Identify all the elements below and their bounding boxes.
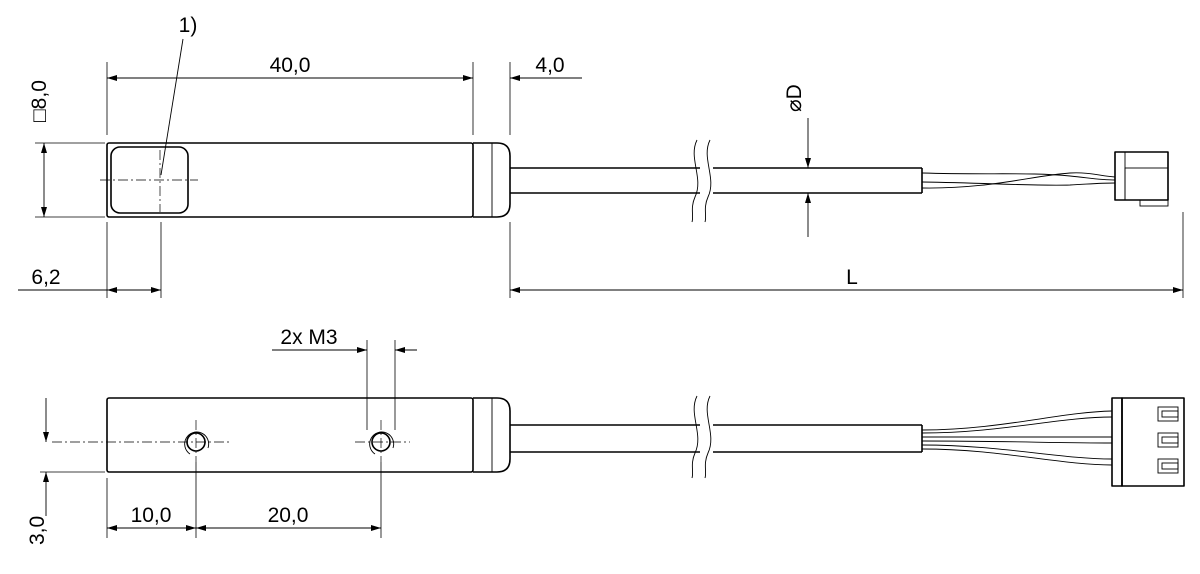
sensing-window bbox=[110, 146, 189, 214]
dimension-length-body: 40,0 bbox=[270, 54, 311, 77]
connector-pin-1 bbox=[1157, 406, 1179, 422]
nose-cap-top bbox=[473, 142, 511, 218]
connector-top bbox=[1114, 151, 1169, 201]
diameter-symbol: ⌀ bbox=[783, 99, 806, 112]
side-dimensions: 2x M3 3,0 10,0 20,0 bbox=[26, 326, 417, 545]
connector-pin-2 bbox=[1157, 432, 1179, 448]
side-view bbox=[52, 395, 1185, 487]
dimension-cable-length: L bbox=[846, 266, 858, 289]
dimension-hole-pos-2: 20,0 bbox=[268, 504, 309, 527]
note-label: 1) bbox=[179, 14, 198, 37]
diameter-value: D bbox=[783, 84, 806, 99]
square-symbol: □ bbox=[28, 109, 51, 122]
sensor-body-side bbox=[106, 397, 474, 473]
dimension-diameter: ⌀D bbox=[783, 84, 806, 112]
dimension-window-offset: 6,2 bbox=[31, 266, 60, 289]
top-view bbox=[100, 139, 1169, 223]
dimension-hole-pos-1: 10,0 bbox=[131, 504, 172, 527]
square-value: 8,0 bbox=[28, 80, 51, 109]
connector-pin-3 bbox=[1157, 458, 1179, 474]
dimension-square: □8,0 bbox=[28, 80, 51, 122]
dimension-thread: 2x M3 bbox=[280, 326, 337, 349]
dimension-length-nose: 4,0 bbox=[535, 54, 564, 77]
top-dimensions: 40,0 4,0 1) □8,0 ⌀D 6,2 L bbox=[18, 14, 1184, 298]
dimension-hole-offset: 3,0 bbox=[26, 516, 49, 545]
connector-side bbox=[1111, 397, 1123, 487]
nose-cap-side bbox=[473, 397, 511, 473]
